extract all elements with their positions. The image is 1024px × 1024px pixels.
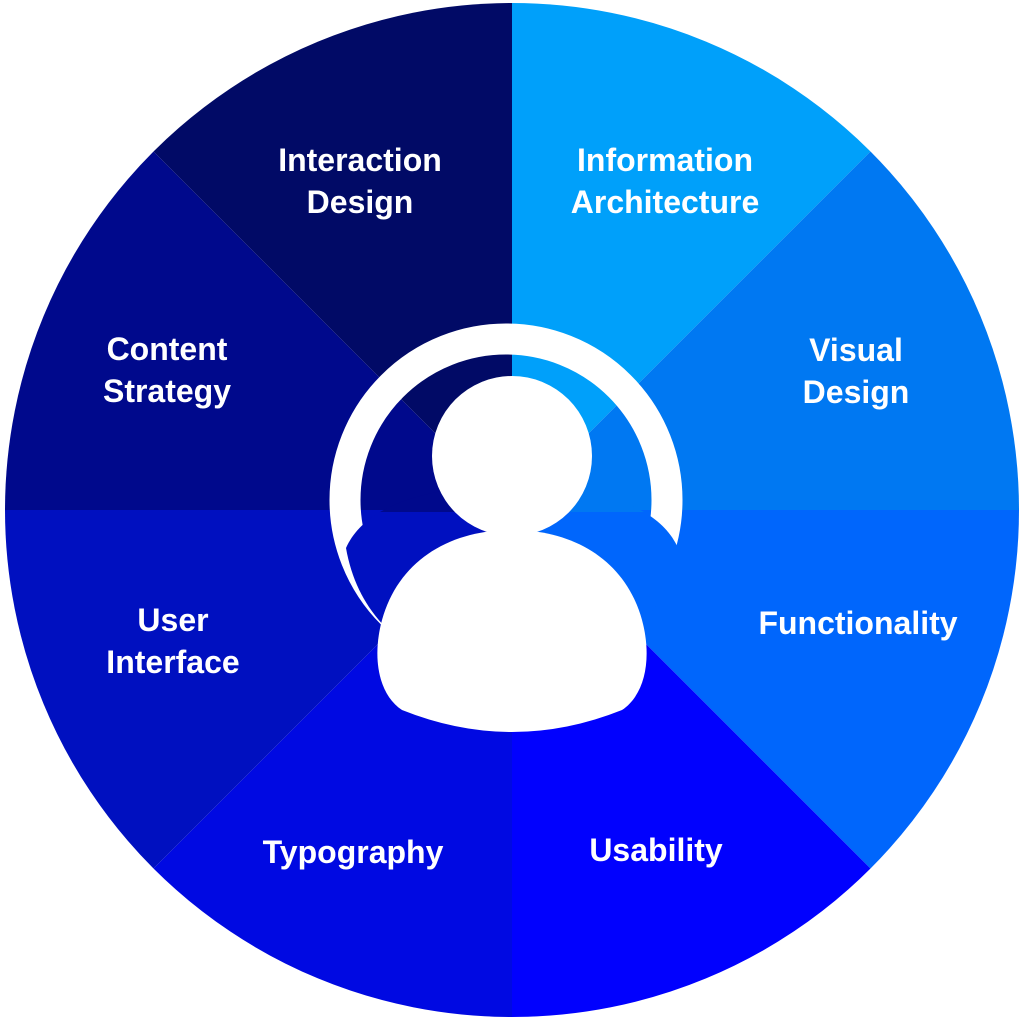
segment-label-functionality: Functionality [758, 605, 957, 641]
segment-content-strategy [5, 151, 512, 510]
segment-interaction-design [153, 3, 512, 510]
user-icon-head [432, 376, 592, 536]
segment-label-typography: Typography [263, 834, 444, 870]
user-icon [377, 376, 647, 732]
segment-label-usability: Usability [589, 832, 723, 868]
user-icon-body [377, 530, 647, 732]
